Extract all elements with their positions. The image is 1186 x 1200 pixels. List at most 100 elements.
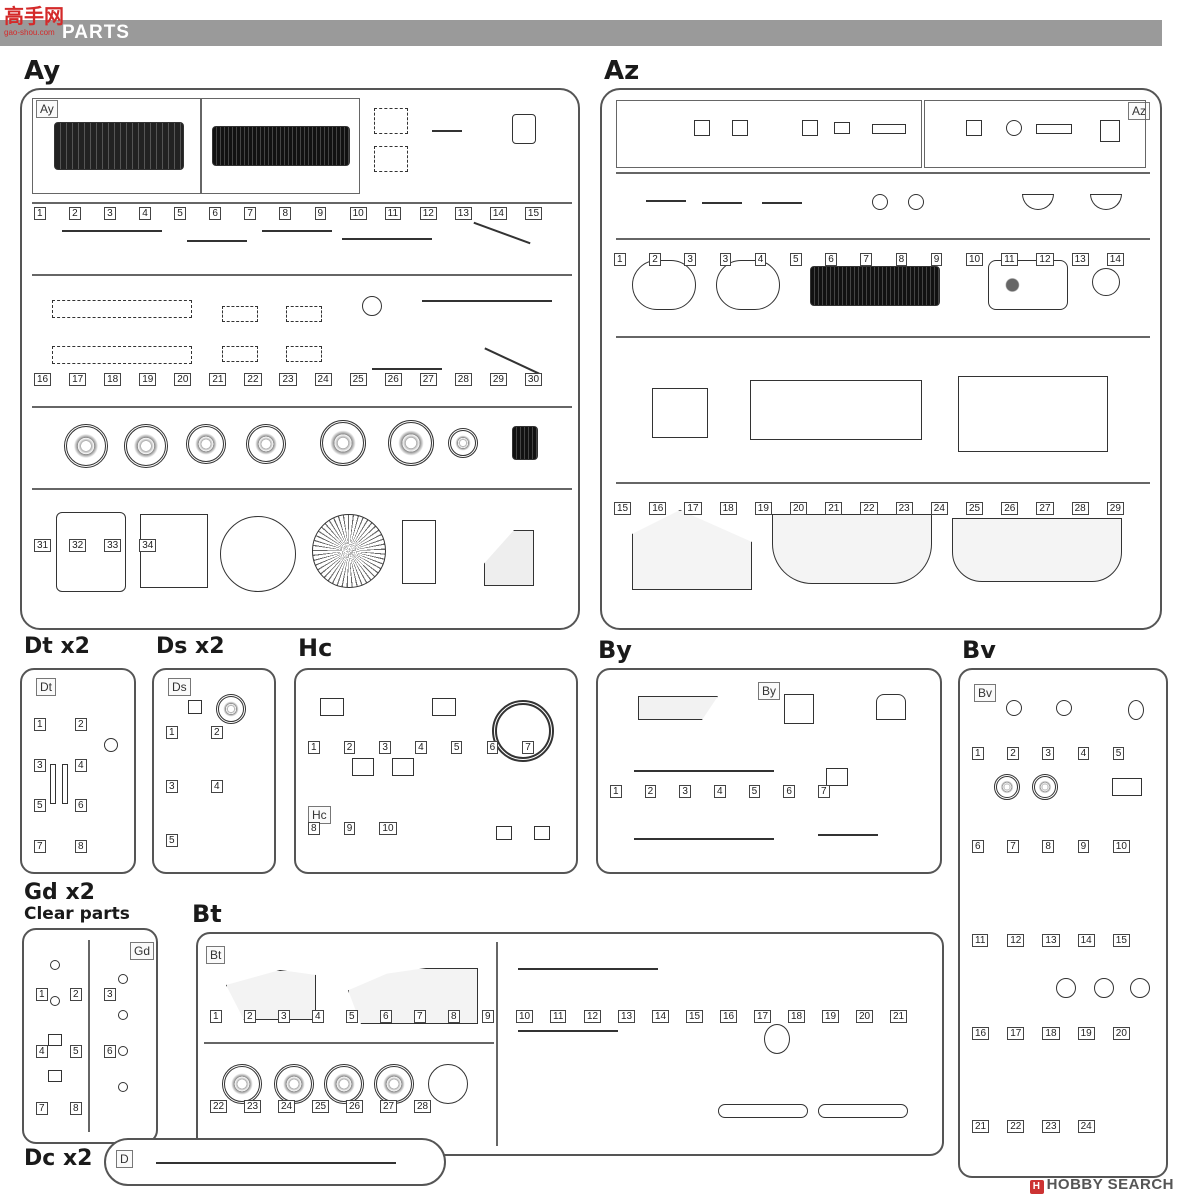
bt-part-20 bbox=[764, 1024, 790, 1054]
sprue-hc-label: Hc bbox=[298, 634, 333, 662]
sprue-dt-part-number: 2 bbox=[75, 718, 87, 732]
sprue-bv-label: Bv bbox=[962, 636, 996, 664]
sprue-ay-part-number: 33 bbox=[104, 539, 122, 553]
ay-part-34 bbox=[484, 530, 534, 586]
ay-wheel-22 bbox=[64, 424, 108, 468]
az-part-18 bbox=[1090, 194, 1122, 210]
dt-part-rod-a bbox=[50, 764, 56, 804]
az-part-11 bbox=[702, 202, 742, 204]
sprue-bt-part-number: 8 bbox=[448, 1009, 460, 1023]
sprue-gd-part-number: 5 bbox=[70, 1044, 82, 1058]
bv-part-3 bbox=[1128, 700, 1144, 720]
watermark-mark: H bbox=[1029, 1180, 1044, 1194]
sprue-ay-part-number: 7 bbox=[244, 207, 256, 221]
az-part-23 bbox=[1092, 268, 1120, 296]
by-part-3 bbox=[876, 694, 906, 720]
sprue-dt-part-number: 4 bbox=[75, 758, 87, 772]
sprue-bv-part-number: 14 bbox=[1077, 933, 1095, 947]
sprue-ds-part-number: 1 bbox=[166, 725, 178, 739]
az-part-5 bbox=[872, 124, 906, 134]
sprue-bt-label: Bt bbox=[192, 900, 222, 928]
az-part-7 bbox=[1006, 120, 1022, 136]
sprue-bt-part-number: 21 bbox=[890, 1009, 908, 1023]
ay-part-6 bbox=[512, 114, 536, 144]
sprue-bt-part-number: 2 bbox=[244, 1009, 256, 1023]
az-divider bbox=[616, 336, 1150, 338]
ay-part-31 bbox=[220, 516, 296, 592]
sprue-ay-part-number: 17 bbox=[69, 373, 87, 387]
sprue-ay-part-number: 32 bbox=[69, 539, 87, 553]
sprue-dt-id: Dt bbox=[36, 678, 56, 696]
sprue-ay-part-number: 25 bbox=[349, 373, 367, 387]
hc-part-9 bbox=[496, 826, 512, 840]
bv-part-4a bbox=[994, 774, 1020, 800]
ay-wheel-25 bbox=[320, 420, 366, 466]
by-part-1 bbox=[638, 696, 718, 720]
sprue-bt-part-number: 14 bbox=[652, 1009, 670, 1023]
sprue-ay-label: Ay bbox=[24, 56, 61, 86]
ay-part-8 bbox=[187, 240, 247, 242]
az-part-14 bbox=[872, 194, 888, 210]
sprue-ay-part-number: 18 bbox=[104, 373, 122, 387]
az-part-28 bbox=[772, 514, 932, 584]
sprue-by-part-number: 3 bbox=[679, 785, 691, 799]
sprue-bt-id: Bt bbox=[206, 946, 226, 964]
sprue-dt-part-number: 5 bbox=[34, 799, 46, 813]
sprue-dt-part-number: 3 bbox=[34, 758, 46, 772]
sprue-az-part-number: 23 bbox=[895, 501, 913, 515]
sprue-bt-part-number: 1 bbox=[210, 1009, 222, 1023]
sprue-az-part-number: 8 bbox=[895, 252, 908, 266]
sprue-bv-part-number: 24 bbox=[1077, 1120, 1095, 1134]
sprue-ay-part-number: 27 bbox=[419, 373, 437, 387]
sprue-bt-part-number: 3 bbox=[278, 1009, 290, 1023]
sprue-ay-part-number: 23 bbox=[279, 373, 297, 387]
bv-part-16 bbox=[1130, 978, 1150, 998]
sprue-ay-part-number: 19 bbox=[139, 373, 157, 387]
sprue-gd-part-number: 2 bbox=[70, 987, 82, 1001]
sprue-bv-part-number: 19 bbox=[1077, 1026, 1095, 1040]
sprue-ay-part-number: 34 bbox=[139, 539, 157, 553]
sprue-bt-part-number: 24 bbox=[278, 1099, 296, 1113]
sprue-gd-part-number: 1 bbox=[36, 987, 48, 1001]
by-part-4b bbox=[634, 838, 774, 840]
ay-part-15 bbox=[222, 346, 258, 362]
hc-part-4 bbox=[392, 758, 414, 776]
ay-part-16 bbox=[286, 306, 322, 322]
hc-part-3 bbox=[352, 758, 374, 776]
sprue-az-part-number: 26 bbox=[1001, 501, 1019, 515]
az-part-3b bbox=[802, 120, 818, 136]
sprue-bt-part-number: 19 bbox=[822, 1009, 840, 1023]
sprue-az-id: Az bbox=[1128, 102, 1151, 120]
ay-part-4 bbox=[374, 146, 408, 172]
ay-part-21 bbox=[484, 347, 540, 375]
sprue-bt-part-number: 7 bbox=[414, 1009, 426, 1023]
ay-part-11 bbox=[473, 221, 531, 245]
ay-part-17 bbox=[286, 346, 322, 362]
sprue-az-part-number: 17 bbox=[684, 501, 702, 515]
sprue-gd-part-number: 8 bbox=[70, 1102, 82, 1116]
sprue-bv-part-number: 7 bbox=[1007, 840, 1019, 854]
gd-part-7 bbox=[118, 1046, 128, 1056]
ay-wheel-24a bbox=[186, 424, 226, 464]
sprue-bt-part-number: 12 bbox=[584, 1009, 602, 1023]
sprue-az-part-number: 11 bbox=[1001, 252, 1018, 266]
sprue-ay-part-number: 30 bbox=[524, 373, 543, 387]
sprue-by-part-number: 7 bbox=[818, 785, 830, 799]
az-part-21-grille bbox=[810, 266, 940, 306]
ay-wheel-27 bbox=[448, 428, 478, 458]
bv-part-15 bbox=[1094, 978, 1114, 998]
logo-url: gao-shou.com bbox=[4, 28, 55, 37]
sprue-ay-part-number: 20 bbox=[174, 373, 192, 387]
sprue-bt-part-number: 18 bbox=[788, 1009, 806, 1023]
sprue-bv-part-number: 15 bbox=[1112, 933, 1130, 947]
sprue-ay-part-number: 11 bbox=[384, 207, 402, 221]
bv-part-4b bbox=[1032, 774, 1058, 800]
by-part-5 bbox=[826, 768, 848, 786]
az-part-2 bbox=[694, 120, 710, 136]
site-logo: 高手网 gao-shou.com bbox=[4, 6, 74, 46]
az-cell-1 bbox=[616, 100, 922, 168]
